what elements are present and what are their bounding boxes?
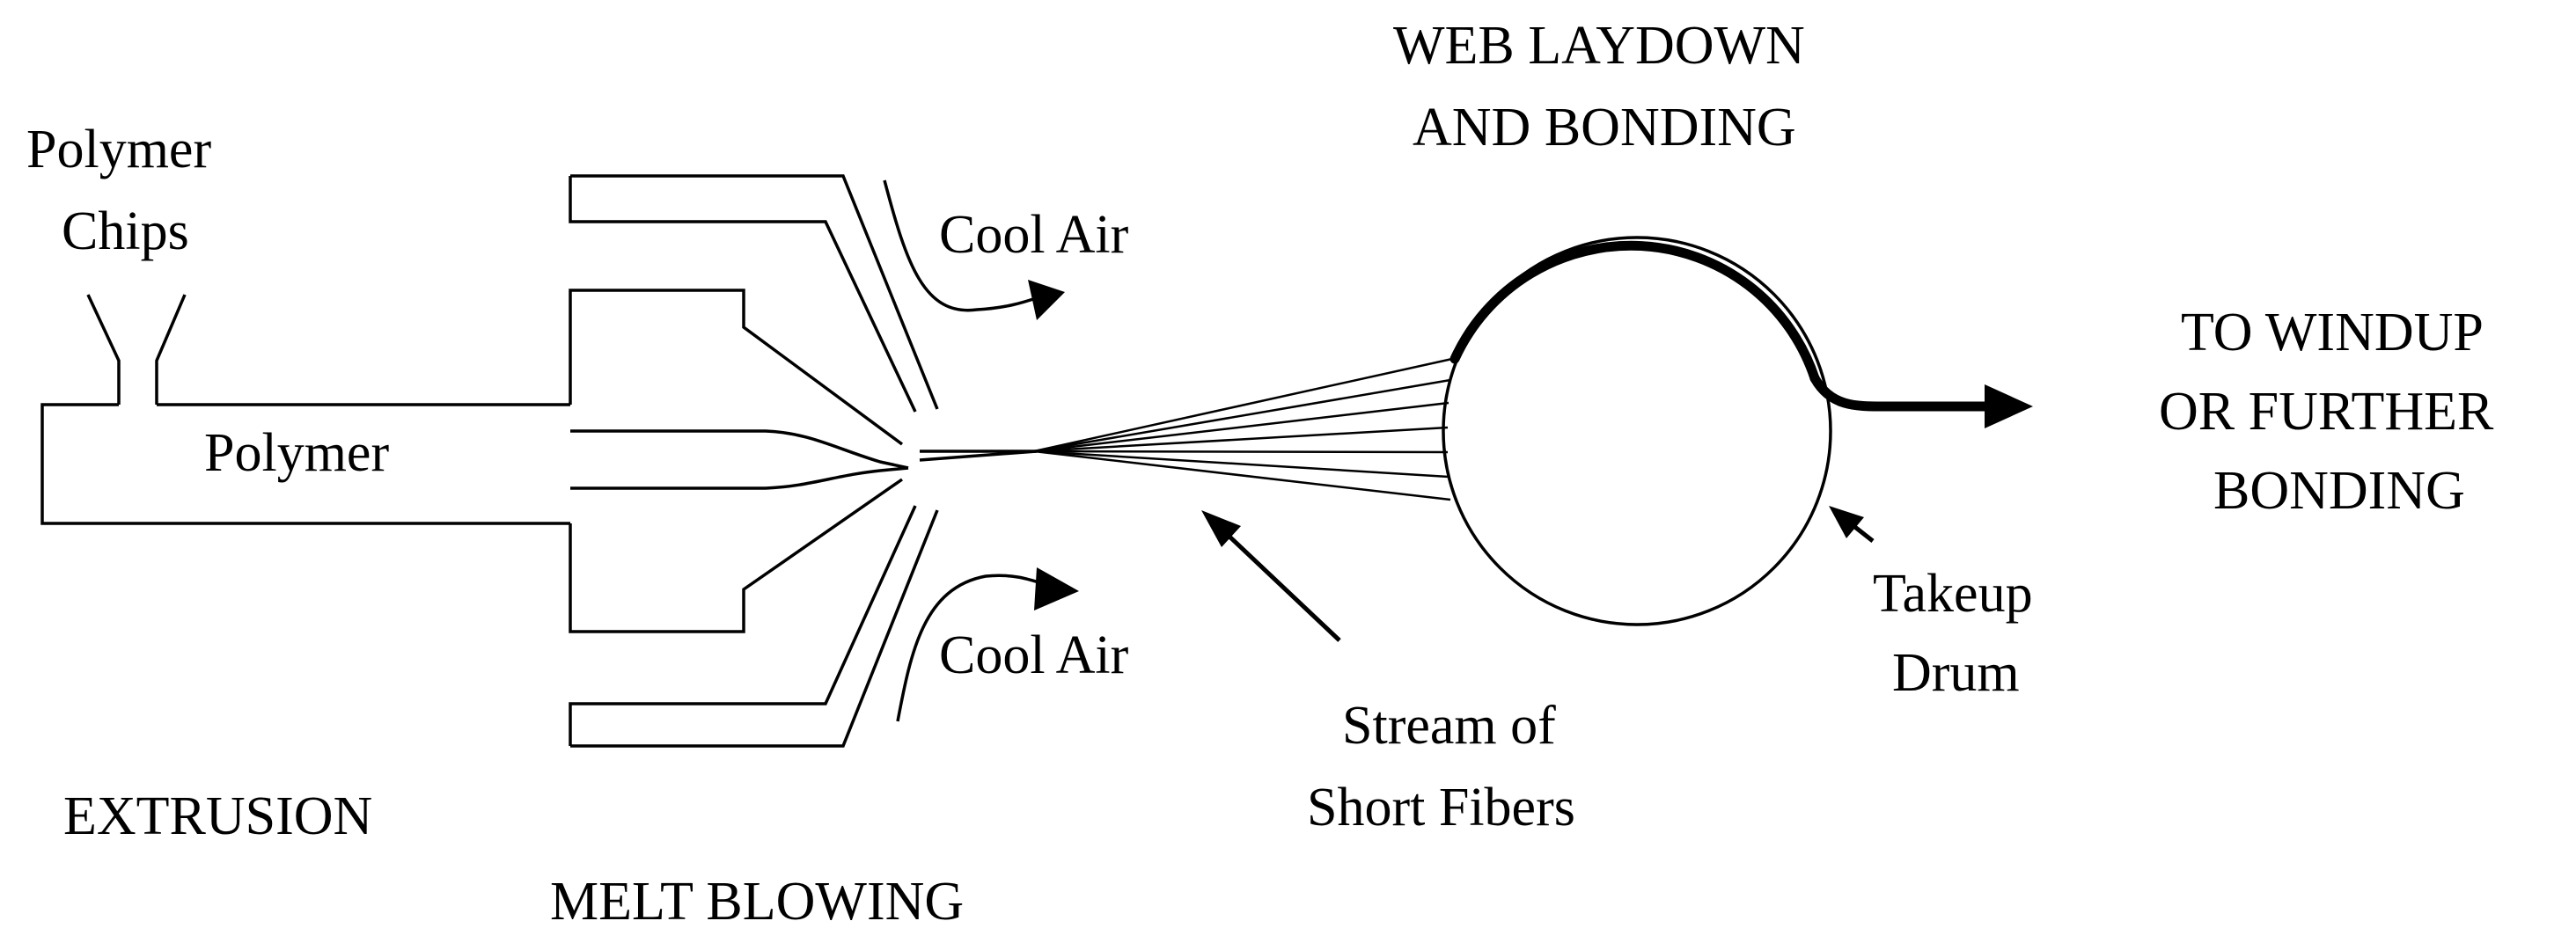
label-melt-blowing: MELT BLOWING [550, 872, 964, 932]
label-polymer-chips-2: Chips [62, 201, 189, 261]
windup-arrow-icon [1985, 384, 2033, 428]
fiber-strand [919, 450, 1038, 462]
label-takeup-drum-1: Takeup [1873, 564, 2033, 624]
label-to-windup-1: TO WINDUP [2181, 303, 2484, 362]
stream-pointer-arrow [1211, 519, 1341, 642]
label-cool-air-top: Cool Air [939, 205, 1129, 265]
extruder-barrel [40, 403, 570, 525]
label-stream-2: Short Fibers [1307, 778, 1575, 837]
drum-pointer-arrowhead [1829, 506, 1864, 538]
takeup-drum [1442, 236, 2033, 626]
stream-pointer-arrowhead [1201, 510, 1241, 547]
melt-blowing-die [569, 174, 939, 748]
cool-air-bottom-arrow [896, 567, 1079, 722]
chip-hopper [86, 294, 187, 405]
label-polymer-chips-1: Polymer [26, 120, 211, 179]
label-takeup-drum-2: Drum [1892, 643, 2020, 703]
label-to-windup-3: BONDING [2213, 461, 2465, 521]
label-extrusion: EXTRUSION [63, 786, 372, 846]
label-polymer: Polymer [204, 423, 389, 483]
cool-air-top-arrow [883, 179, 1065, 320]
label-stream-1: Stream of [1342, 696, 1556, 756]
label-web-laydown-1: WEB LAYDOWN [1393, 16, 1805, 76]
label-to-windup-2: OR FURTHER [2159, 382, 2494, 442]
label-cool-air-bottom: Cool Air [939, 625, 1129, 685]
label-web-laydown-2: AND BONDING [1413, 98, 1796, 157]
fiber-stream [1033, 357, 1453, 501]
